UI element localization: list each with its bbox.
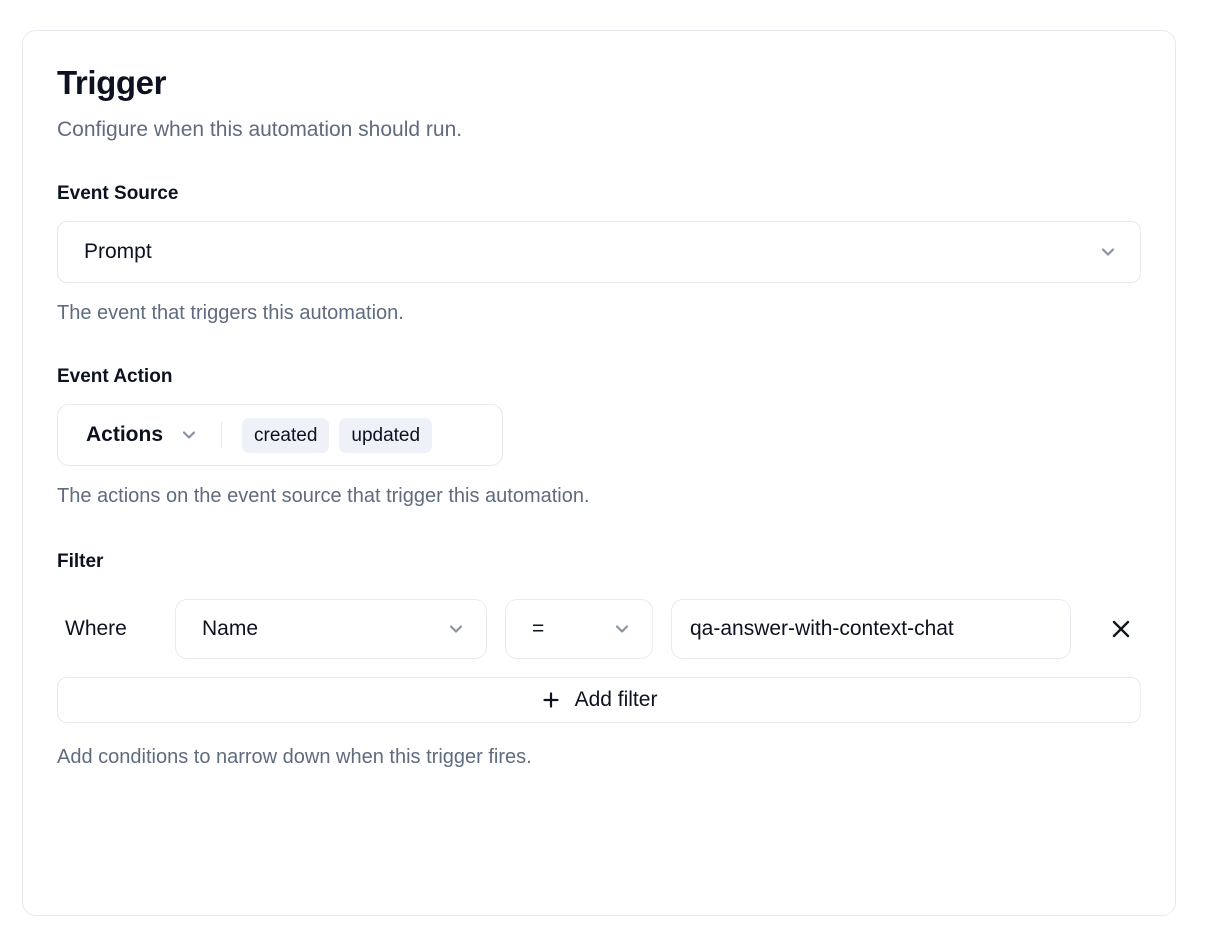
filter-value-input[interactable] [671, 599, 1071, 660]
trigger-card: Trigger Configure when this automation s… [22, 30, 1176, 916]
event-source-help: The event that triggers this automation. [57, 302, 404, 325]
chevron-down-icon[interactable] [446, 619, 466, 639]
filter-help: Add conditions to narrow down when this … [57, 746, 532, 769]
add-filter-button[interactable]: Add filter [57, 677, 1141, 724]
filter-field-value: Name [202, 617, 259, 641]
event-action-label: Event Action [57, 366, 173, 388]
chip-created[interactable]: created [242, 417, 330, 453]
chevron-down-icon[interactable] [612, 619, 632, 639]
event-action-group: Event Action Actions created updated The… [57, 366, 1141, 508]
event-action-chips: created updated [242, 417, 433, 453]
plus-icon [541, 690, 561, 710]
filter-group: Filter Where Name = [57, 551, 1141, 769]
event-source-label: Event Source [57, 183, 179, 205]
chevron-down-icon[interactable] [179, 425, 199, 445]
close-icon [1110, 618, 1132, 640]
divider [221, 422, 223, 449]
add-filter-label: Add filter [574, 688, 658, 712]
event-source-value: Prompt [84, 240, 152, 264]
filter-field-select[interactable]: Name [175, 599, 487, 660]
filter-row: Where Name = [57, 599, 1141, 660]
remove-filter-button[interactable] [1101, 609, 1141, 649]
page-title: Trigger [57, 64, 167, 101]
where-label: Where [65, 617, 127, 641]
chip-updated[interactable]: updated [339, 417, 433, 453]
filter-operator-value: = [532, 617, 545, 641]
page-subtitle: Configure when this automation should ru… [57, 118, 463, 142]
filter-label: Filter [57, 551, 104, 573]
event-action-select-label: Actions [86, 423, 164, 447]
event-action-select[interactable]: Actions created updated [57, 404, 503, 467]
event-source-select[interactable]: Prompt [57, 221, 1141, 284]
filter-operator-select[interactable]: = [505, 599, 653, 660]
event-source-group: Event Source Prompt The event that trigg… [57, 184, 1141, 325]
chevron-down-icon[interactable] [1098, 242, 1118, 262]
event-action-help: The actions on the event source that tri… [57, 485, 590, 508]
